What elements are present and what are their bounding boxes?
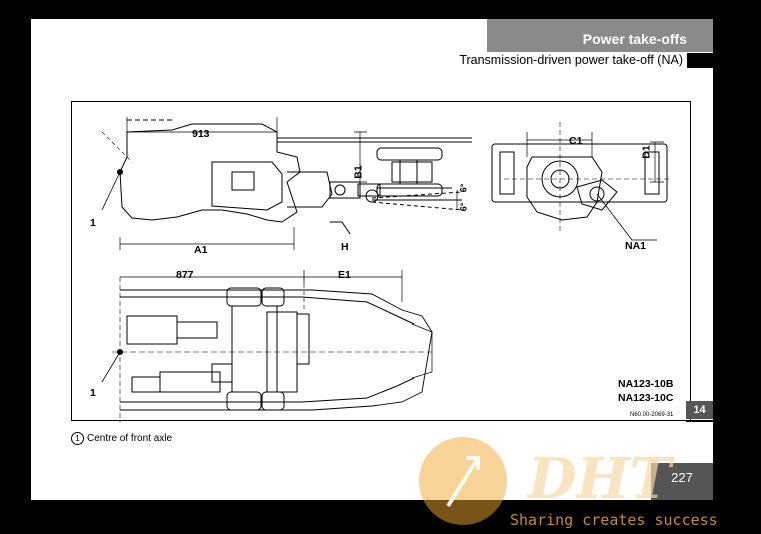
angle-top: 6° xyxy=(458,183,469,193)
caption-marker: 1 xyxy=(71,432,84,445)
dim-d1: D1 xyxy=(640,145,653,159)
dim-c1: C1 xyxy=(569,135,583,147)
dim-b1: B1 xyxy=(352,165,365,179)
subtitle-marker xyxy=(687,53,713,68)
chapter-tab-underline xyxy=(686,420,713,422)
callout-1-bottom: 1 xyxy=(90,387,96,399)
watermark-logo-text: DHT xyxy=(526,446,675,512)
page-number: 227 xyxy=(651,463,713,500)
angle-bottom: 6° xyxy=(458,202,469,212)
technical-drawing: 913 A1 B1 H 6° 6° C1 D1 NA1 877 E1 1 1 N… xyxy=(71,101,691,422)
page-subtitle: Transmission-driven power take-off (NA) xyxy=(459,53,683,67)
dim-913: 913 xyxy=(192,128,210,140)
model-na123-10b: NA123-10B xyxy=(618,378,674,390)
drawing-number: N60.00-2069-31 xyxy=(630,412,674,418)
model-na123-10c: NA123-10C xyxy=(618,392,674,404)
watermark-tagline: Sharing creates success xyxy=(510,511,718,529)
caption-text: Centre of front axle xyxy=(87,433,173,444)
manual-page: Power take-offs Transmission-driven powe… xyxy=(31,19,713,500)
label-na1: NA1 xyxy=(625,240,647,252)
dim-e1: E1 xyxy=(338,269,351,281)
callout-1-top: 1 xyxy=(90,217,96,229)
dim-877: 877 xyxy=(176,269,194,281)
dim-h: H xyxy=(341,241,349,253)
dim-a1: A1 xyxy=(194,244,208,256)
chapter-tab: 14 xyxy=(686,401,713,419)
drawing-lines xyxy=(101,117,670,422)
dht-watermark-logo: DHT xyxy=(419,437,675,525)
section-title: Power take-offs xyxy=(487,19,713,52)
